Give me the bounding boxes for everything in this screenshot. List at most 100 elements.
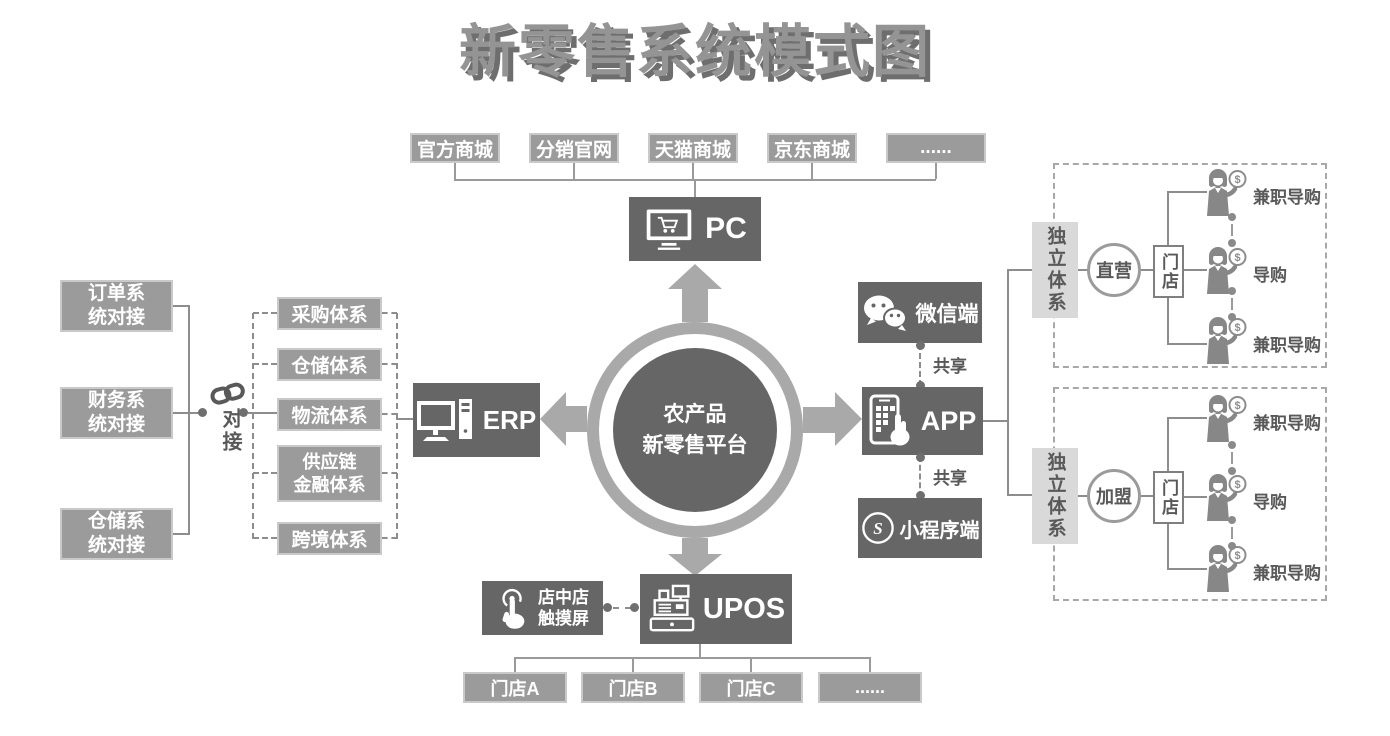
- arrow-up-shaft: [682, 288, 708, 322]
- shopper-coin-icon: [1204, 394, 1248, 442]
- mode-circle-franchise: 加盟: [1087, 469, 1141, 523]
- upos-node: UPOS: [640, 574, 792, 644]
- connector: [869, 659, 871, 672]
- dotted-chain: [1228, 441, 1236, 475]
- connector: [514, 659, 516, 672]
- share-label: 共享: [933, 357, 967, 376]
- channel-more: ......: [886, 133, 986, 163]
- connector: [1167, 418, 1169, 471]
- arrow-down-shaft: [682, 538, 708, 554]
- channel-tmall: 天猫商城: [648, 133, 738, 163]
- connector: [173, 305, 190, 307]
- store-a-box: 门店A: [463, 672, 567, 703]
- connector-dot: [630, 603, 639, 612]
- dashed-connector: [382, 472, 397, 474]
- phone-touch-icon: [869, 394, 910, 446]
- guide-label: 导购: [1253, 493, 1287, 512]
- connector: [699, 644, 701, 658]
- mode-circle-direct: 直营: [1087, 243, 1141, 297]
- wechat-node: 微信端: [858, 282, 982, 343]
- system-logistics: 物流体系: [277, 398, 382, 431]
- dotted-chain: [1228, 516, 1236, 550]
- connector: [188, 305, 190, 534]
- guide-label: 导购: [1253, 266, 1287, 285]
- connector: [1167, 192, 1169, 245]
- desktop-computer-icon: [416, 399, 472, 441]
- shopper-coin-icon: [1204, 544, 1248, 592]
- guide-label: 兼职导购: [1253, 414, 1321, 433]
- dashed-connector: [253, 312, 277, 314]
- connector-bus: [454, 179, 936, 181]
- connector: [1167, 343, 1207, 345]
- pc-label: PC: [705, 212, 747, 245]
- miniprogram-icon: S: [861, 512, 894, 544]
- connector: [1141, 495, 1153, 497]
- shopper-coin-icon: [1204, 473, 1248, 521]
- wechat-icon: [863, 295, 907, 331]
- dashed-connector: [253, 537, 277, 539]
- connector: [1141, 269, 1153, 271]
- dashed-connector: [253, 363, 277, 365]
- guide-label: 兼职导购: [1253, 188, 1321, 207]
- touch-press-icon: [502, 588, 525, 629]
- connector: [248, 412, 277, 414]
- connector-bus: [514, 657, 871, 659]
- connector: [692, 163, 694, 179]
- connector-erp: [396, 418, 413, 420]
- connector: [1184, 269, 1207, 271]
- connector: [1184, 496, 1207, 498]
- dashed-connector: [253, 472, 277, 474]
- dashed-connector: [396, 313, 398, 539]
- connector-dot: [239, 408, 248, 417]
- platform-core: 农产品 新零售平台: [613, 348, 777, 512]
- store-box: 门店: [1153, 245, 1184, 298]
- system-crossborder: 跨境体系: [277, 522, 382, 555]
- dashed-connector: [382, 363, 397, 365]
- connector-dot: [603, 603, 612, 612]
- connector: [173, 412, 199, 414]
- dashed-connector: [919, 456, 921, 497]
- store-c-box: 门店C: [699, 672, 803, 703]
- arrow-right-shaft: [803, 407, 835, 433]
- arrow-down-icon: [668, 554, 722, 576]
- independent-system-box: 独立体系: [1032, 222, 1078, 318]
- erp-node: ERP: [413, 383, 540, 457]
- guide-label: 兼职导购: [1253, 564, 1321, 583]
- connector: [811, 163, 813, 179]
- dotted-chain: [1228, 213, 1236, 247]
- connector: [573, 163, 575, 179]
- independent-system-box: 独立体系: [1032, 448, 1078, 544]
- cash-register-icon: [649, 584, 695, 632]
- monitor-cart-icon: [646, 209, 692, 250]
- app-label: APP: [920, 405, 977, 436]
- miniprogram-node: S 小程序端: [858, 498, 982, 558]
- system-procurement: 采购体系: [277, 297, 382, 330]
- store-b-box: 门店B: [581, 672, 685, 703]
- connector: [1007, 269, 1032, 271]
- connector: [750, 659, 752, 672]
- connector: [173, 533, 190, 535]
- channel-official-mall: 官方商城: [410, 133, 500, 163]
- wechat-label: 微信端: [915, 302, 979, 326]
- svg-text:S: S: [873, 519, 882, 538]
- dashed-connector: [613, 607, 631, 609]
- app-node: APP: [862, 387, 983, 455]
- integration-order-system: 订单系 统对接: [60, 280, 173, 332]
- arrow-right-icon: [835, 392, 862, 446]
- miniprogram-label: 小程序端: [899, 519, 980, 542]
- shopper-coin-icon: [1204, 168, 1248, 216]
- share-label: 共享: [933, 469, 967, 488]
- dashed-connector: [252, 313, 254, 539]
- connector-dot: [198, 408, 207, 417]
- shopper-coin-icon: [1204, 246, 1248, 294]
- connector: [454, 163, 456, 179]
- connector: [1167, 417, 1207, 419]
- channel-jd: 京东商城: [767, 133, 857, 163]
- connector: [1078, 495, 1087, 497]
- dashed-connector: [919, 344, 921, 386]
- connector-dot: [916, 341, 925, 350]
- store-more-box: ......: [818, 672, 922, 703]
- store-box: 门店: [1153, 471, 1184, 524]
- connector: [1167, 191, 1207, 193]
